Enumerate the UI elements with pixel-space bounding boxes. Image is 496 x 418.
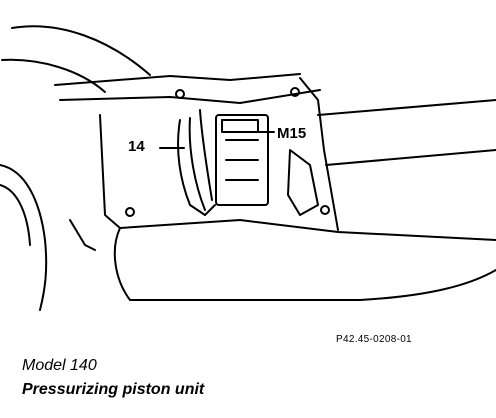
- bolt-bottom-2: [320, 205, 330, 215]
- hose-left-3: [199, 109, 213, 201]
- hose-left: [177, 119, 191, 206]
- fender-outline: [11, 25, 151, 76]
- piston-unit-cap: [221, 119, 259, 133]
- caption-model: Model 140: [22, 357, 97, 374]
- callout-part-14: 14: [128, 138, 145, 155]
- hose-left-2: [188, 117, 206, 211]
- body-line-right: [317, 99, 496, 116]
- technical-line-drawing: [0, 25, 496, 311]
- cable-bundle: [69, 219, 96, 251]
- fender-inner-line: [1, 58, 106, 93]
- mount-bracket: [189, 204, 216, 216]
- panel-right-edge: [299, 77, 339, 231]
- right-component: [287, 149, 319, 216]
- left-pillar: [99, 114, 121, 229]
- body-line-right-lower: [325, 149, 496, 166]
- bolt-top-2: [290, 87, 300, 97]
- mid-trim-line: [59, 89, 321, 104]
- wheel-arc: [0, 164, 48, 311]
- callout-part-m15: M15: [277, 125, 307, 142]
- lower-cover: [113, 227, 496, 301]
- figure-reference: P42.45-0208-01: [336, 334, 412, 345]
- wheel-arc-inner: [0, 184, 31, 246]
- upper-trim-line: [54, 73, 301, 86]
- piston-unit-body: [215, 114, 269, 206]
- caption-title: Pressurizing piston unit: [22, 381, 205, 398]
- bolt-top: [175, 89, 185, 99]
- bolt-bottom: [125, 207, 135, 217]
- piston-unit-lines: [225, 139, 259, 181]
- lower-cover-top: [119, 219, 496, 241]
